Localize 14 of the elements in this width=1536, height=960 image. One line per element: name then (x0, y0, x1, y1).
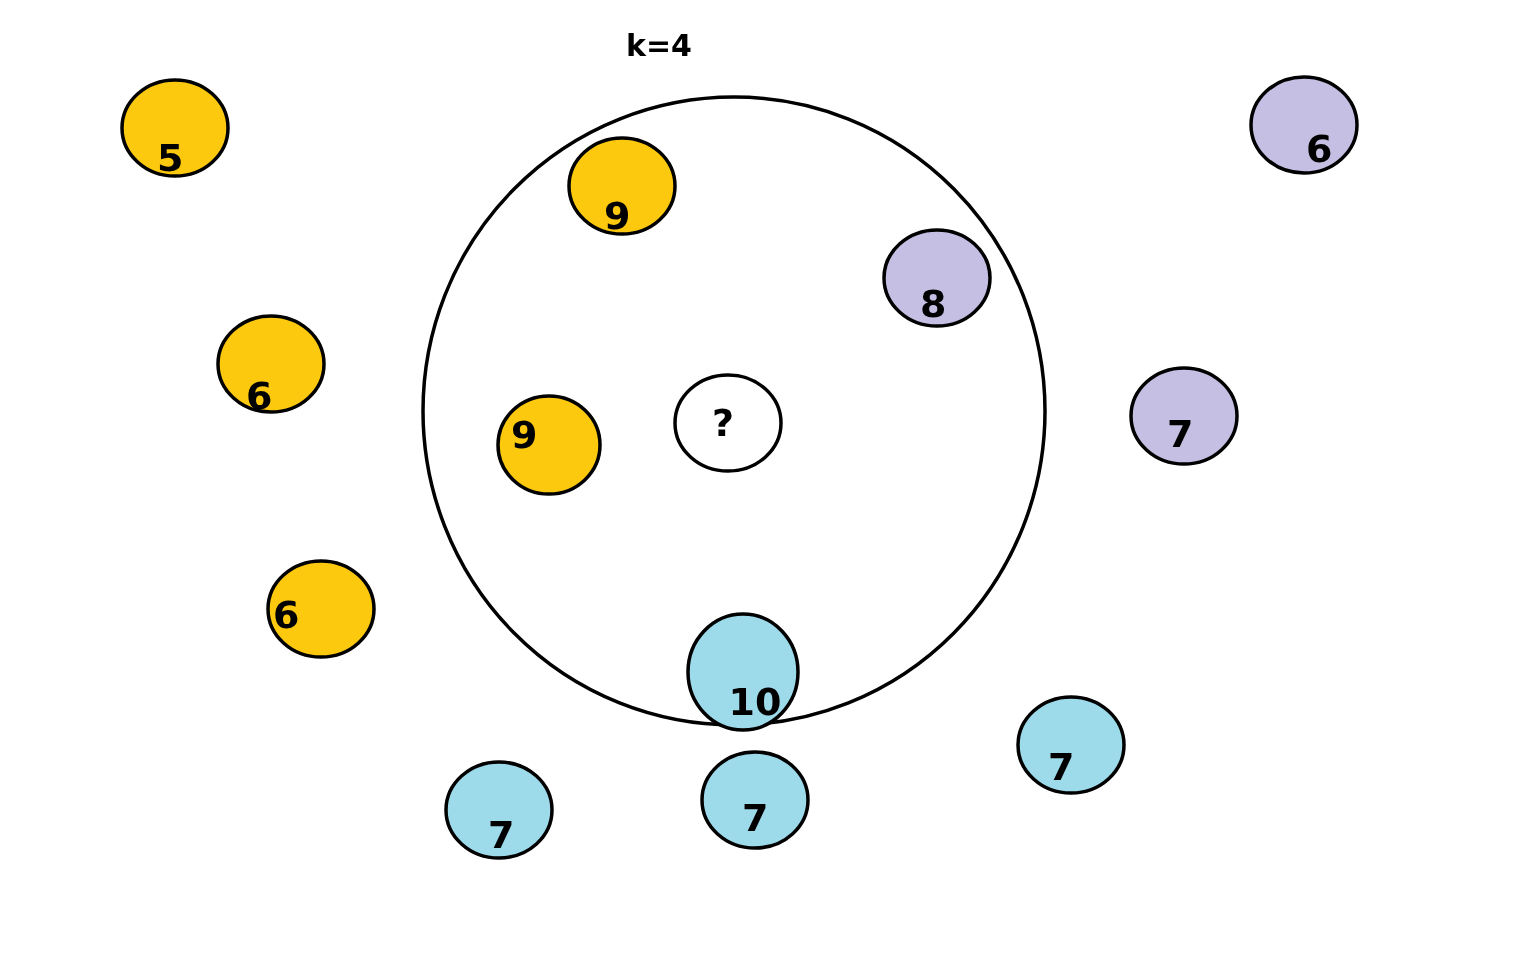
value-label: 7 (1167, 415, 1194, 453)
value-label: 7 (742, 799, 769, 837)
value-label: 6 (1306, 130, 1333, 168)
value-label: 6 (246, 377, 273, 415)
value-label: 5 (157, 139, 184, 177)
value-label: 9 (604, 197, 631, 235)
value-label: 6 (273, 596, 300, 634)
value-label: 7 (1048, 748, 1075, 786)
value-label: 9 (511, 416, 538, 454)
value-label: ? (712, 404, 735, 442)
value-label: 10 (728, 683, 782, 721)
value-label: 8 (920, 285, 947, 323)
value-label: 7 (488, 816, 515, 854)
k-label: k=4 (626, 31, 692, 61)
